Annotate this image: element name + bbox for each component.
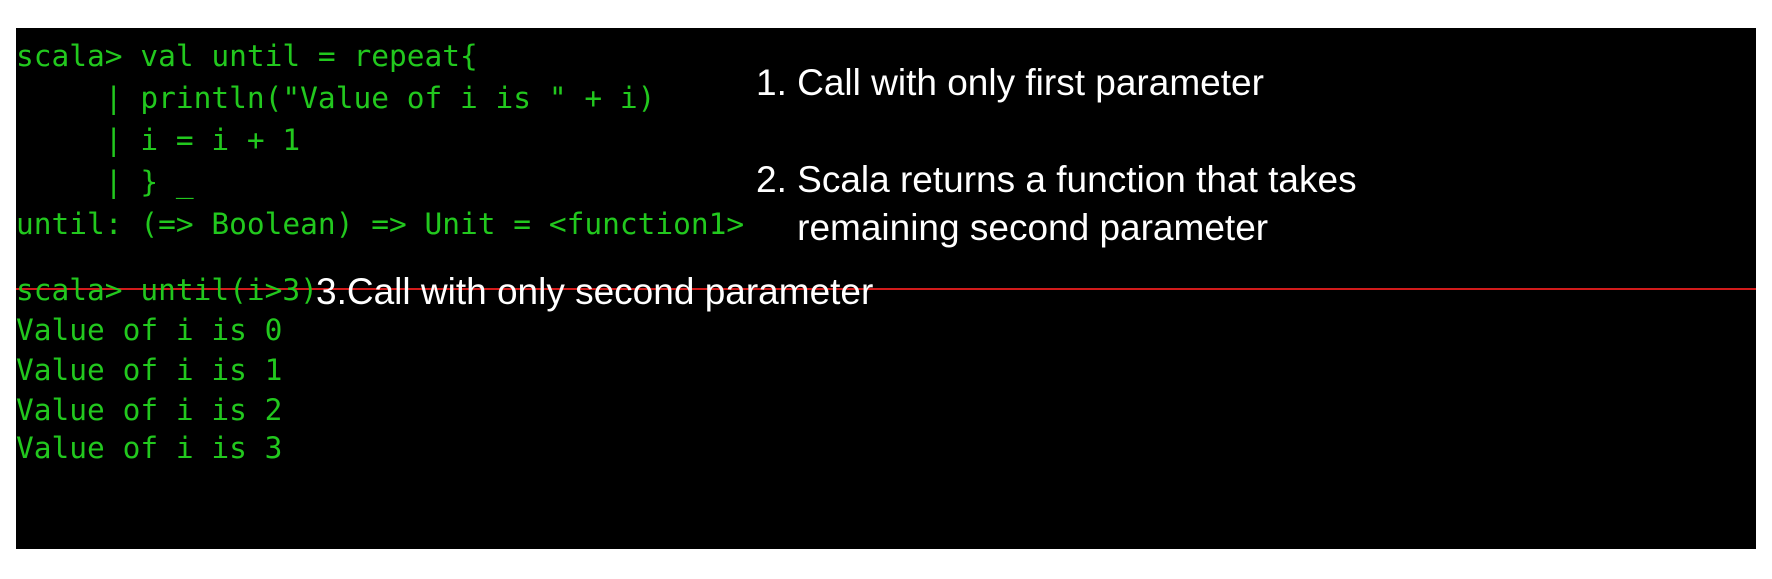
terminal-window[interactable]: scala> val until = repeat{ | println("Va… bbox=[16, 28, 1756, 549]
annotation-step-2-line-2: remaining second parameter bbox=[756, 207, 1269, 248]
code-line: | i = i + 1 bbox=[16, 123, 301, 157]
repl-prompt-line: scala> until(i>3) bbox=[16, 273, 318, 307]
code-line: scala> val until = repeat{ bbox=[16, 39, 478, 73]
code-line-text: | } _ bbox=[16, 165, 194, 199]
output-line: Value of i is 0 bbox=[16, 313, 283, 347]
annotation-step-1: 1. Call with only first parameter bbox=[756, 62, 1264, 103]
output-line: Value of i is 1 bbox=[16, 353, 283, 387]
code-line: | println("Value of i is " + i) bbox=[16, 81, 656, 115]
output-line: Value of i is 3 bbox=[16, 431, 283, 465]
annotation-step-2-line-1: 2. Scala returns a function that takes bbox=[756, 159, 1357, 200]
annotation-step-3: 3.Call with only second parameter bbox=[316, 271, 874, 312]
repl-result-line: until: (=> Boolean) => Unit = <function1… bbox=[16, 207, 745, 241]
output-line: Value of i is 2 bbox=[16, 393, 283, 427]
code-line: | } _ bbox=[16, 160, 194, 204]
section-divider bbox=[16, 288, 1756, 290]
